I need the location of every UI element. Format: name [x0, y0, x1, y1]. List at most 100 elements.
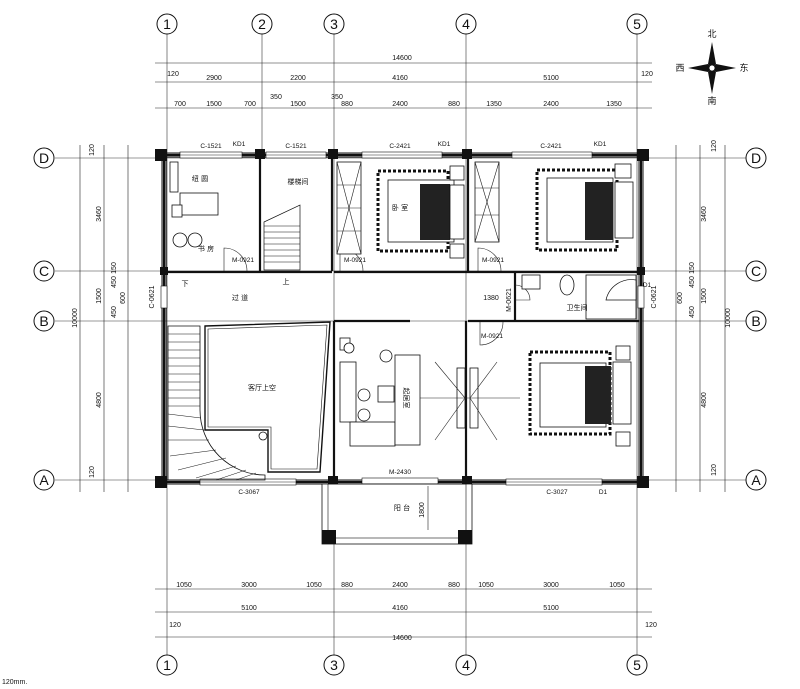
terrace: 阳 台 1800: [321, 483, 473, 545]
dim-1800: 1800: [419, 502, 426, 518]
axis-label-C: C: [39, 263, 49, 279]
axis-label-C-right: C: [751, 263, 761, 279]
dim-left-450b: 450: [111, 306, 118, 318]
dim-left-overall: 10000: [72, 308, 79, 328]
window-c3027: C-3027: [546, 489, 568, 496]
room-label-terrace: 阳 台: [394, 503, 410, 512]
stair-up-label: 上: [283, 277, 290, 286]
axis-label-5: 5: [633, 16, 641, 32]
room-label-living: 起居室: [402, 388, 411, 409]
dim-bot-5100b: 5100: [543, 605, 559, 612]
dim-bot-2400: 2400: [392, 582, 408, 589]
dim-top-880a: 880: [341, 101, 353, 108]
dim-top-880b: 880: [448, 101, 460, 108]
bedroom-1: 卧 室: [336, 161, 465, 259]
dim-bot-5100a: 5100: [241, 605, 257, 612]
door-m0921-c: M-0921: [482, 257, 504, 264]
axis-grid-lines: [55, 30, 755, 655]
dim-right-600: 600: [677, 292, 684, 304]
room-label-bedroom-1: 卧 室: [392, 203, 408, 212]
window-c0621-left: C-0621: [149, 285, 156, 308]
dim-bot-880a: 880: [341, 582, 353, 589]
bedroom-3: [528, 345, 632, 447]
room-label-study: 书 房: [198, 244, 214, 253]
dim-top-5100: 5100: [543, 75, 559, 82]
window-kd1-b: KD1: [438, 141, 451, 148]
window-c1521-a: C-1521: [200, 143, 222, 150]
axis-label-3: 3: [330, 16, 338, 32]
window-kd1-d: D1: [599, 489, 608, 496]
living-room: 起居室: [339, 337, 421, 447]
room-label-bath: 卫生间: [567, 303, 588, 312]
dim-bot-edge-right: 120: [645, 622, 657, 629]
dim-top-edge-left: 120: [167, 71, 179, 78]
window-c2421-a: C-2421: [389, 143, 411, 150]
dim-top-4160: 4160: [392, 75, 408, 82]
axis-label-1-bottom: 1: [163, 657, 171, 673]
axis-label-4-bottom: 4: [462, 657, 470, 673]
windows-bottom: C-3067 C-3027 M-2430 D1: [199, 469, 608, 496]
dim-bot-overall: 14600: [392, 635, 412, 642]
dim-top-350a: 350: [270, 94, 282, 101]
axis-label-5-bottom: 5: [633, 657, 641, 673]
dim-top-700b: 700: [244, 101, 256, 108]
dim-bot-edge-left: 120: [169, 622, 181, 629]
dim-top-1500a: 1500: [206, 101, 222, 108]
left-dimensions: 10000 120 3460 150 1500 450 600 450 4800…: [72, 144, 129, 492]
dim-bot-1050b: 1050: [306, 582, 322, 589]
dim-bot-3000a: 3000: [241, 582, 257, 589]
dim-right-overall: 10000: [725, 308, 732, 328]
axis-label-3-bottom: 3: [330, 657, 338, 673]
axis-label-A-right: A: [751, 472, 761, 488]
dim-bot-880b: 880: [448, 582, 460, 589]
footnote: 120mm.: [2, 679, 27, 686]
dim-left-120b: 120: [89, 466, 96, 478]
compass-north: 北: [707, 29, 716, 40]
dim-right-1500: 1500: [701, 288, 708, 304]
windows-top: C-1521 C-1521 C-2421 C-2421 KD1 KD1 KD1: [179, 141, 607, 159]
dim-left-600: 600: [120, 292, 127, 304]
window-c1521-b: C-1521: [285, 143, 307, 150]
dim-right-450b: 450: [689, 306, 696, 318]
room-label-study-top: 纽 圆: [192, 174, 208, 183]
columns: [155, 149, 649, 488]
compass-south: 南: [707, 95, 716, 107]
top-dimensions: 14600 120 120 2900 2200 4160 5100 700 15…: [155, 55, 653, 109]
door-m2430: M-2430: [389, 469, 411, 476]
axis-bubbles-left: D C B A: [33, 147, 55, 491]
bottom-dimensions: 1050 3000 1050 880 2400 880 1050 3000 10…: [155, 582, 657, 642]
door-swings: M-0921 M-0921 M-0921 M-0921 M-0621: [223, 247, 531, 346]
dim-1380: 1380: [483, 295, 499, 302]
dim-right-120a: 120: [711, 140, 718, 152]
axis-bubbles-top: 1 2 3 4 5: [156, 13, 648, 35]
axis-label-2: 2: [258, 16, 266, 32]
dim-right-3460: 3460: [701, 206, 708, 222]
stairwell: 楼梯间 上: [263, 177, 309, 286]
dim-top-350b: 350: [331, 94, 343, 101]
axis-label-D: D: [39, 150, 49, 166]
window-kd1-a: KD1: [233, 141, 246, 148]
window-d1: D1: [643, 282, 652, 289]
room-label-void: 客厅上空: [248, 383, 276, 392]
axis-label-D-right: D: [751, 150, 761, 166]
corridor-and-void: 过 道 下 客厅上空: [167, 280, 331, 481]
dim-bot-1050a: 1050: [176, 582, 192, 589]
dim-bot-1050c: 1050: [478, 582, 494, 589]
dim-bot-4160: 4160: [392, 605, 408, 612]
axis-label-1: 1: [163, 16, 171, 32]
dim-left-1500: 1500: [96, 288, 103, 304]
axis-label-B-right: B: [751, 313, 760, 329]
dim-right-4800: 4800: [701, 392, 708, 408]
dim-bot-3000b: 3000: [543, 582, 559, 589]
compass: 北 南 西 东: [675, 29, 748, 107]
dim-top-2400b: 2400: [543, 101, 559, 108]
door-m0621: M-0621: [506, 288, 513, 312]
door-m0921-a: M-0921: [232, 257, 254, 264]
bathroom: 卫生间 1380 D1: [483, 274, 652, 320]
dim-right-150: 150: [689, 262, 696, 274]
axis-bubbles-bottom: 1 3 4 5: [156, 654, 648, 676]
windows-side: C-0621 C-0621: [149, 285, 658, 308]
window-kd1-c: KD1: [594, 141, 607, 148]
window-c2421-b: C-2421: [540, 143, 562, 150]
axis-label-B: B: [39, 313, 48, 329]
